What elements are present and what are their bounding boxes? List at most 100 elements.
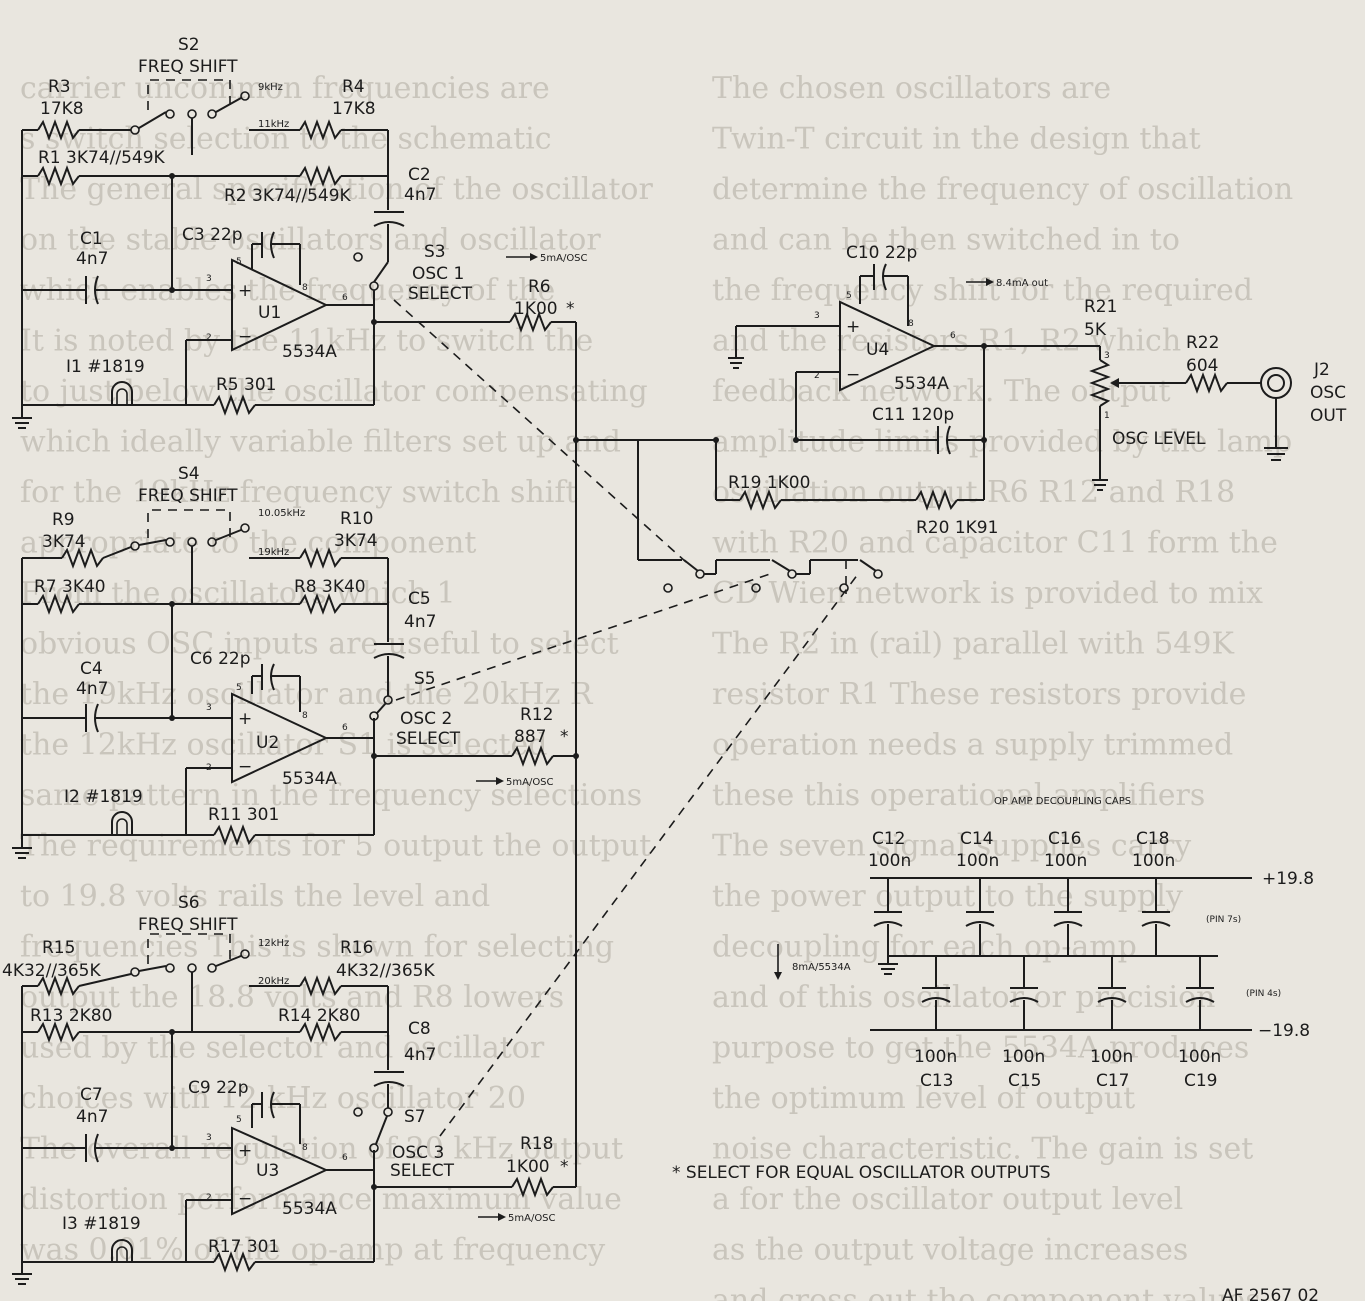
svg-text:6: 6 [342,293,348,303]
c2-label: C2 [408,165,431,185]
r14-label: R14 2K80 [278,1006,360,1026]
background_text_right-line: The seven signal supplies carry [712,829,1191,864]
c19-value: 100n [1178,1047,1221,1067]
svg-text:+: + [238,281,252,301]
s4-label: S4 [178,464,200,484]
background_text-line: to just below the oscillator compensatin… [20,374,648,409]
background_text_right-line: determine the frequency of oscillation [712,172,1293,207]
background_text-line: distortion performance maximum value [20,1182,622,1217]
s5-name: OSC 2 [400,709,452,729]
r20-resistor [915,346,985,511]
i1-label: I1 #1819 [66,357,145,377]
s6-name: FREQ SHIFT [138,915,238,935]
r9-label: R9 [52,510,75,530]
r17-resistor [22,1150,375,1273]
background_text_right-line: the power output to the supply [712,879,1183,914]
s5-label: S5 [414,669,436,689]
background_text_right-line: CD Wien network is provided to mix [712,576,1263,611]
c7-value: 4n7 [76,1107,108,1127]
c9-capacitor [251,1091,301,1144]
r3-resistor [22,119,131,141]
c11-label: C11 120p [872,405,954,425]
j2-out: OUT [1310,406,1347,426]
s7-switch [353,1107,393,1153]
background_text_right-line: the frequency shift for the required [712,273,1253,308]
r7-resistor [22,593,300,615]
background_text-line: same pattern in the frequency selections [20,778,642,813]
osc-level-label: OSC LEVEL [1112,429,1206,449]
decoupling-caps-negative [921,956,1215,1030]
c1-label: C1 [80,229,103,249]
s7-select: SELECT [390,1161,455,1181]
s2-label: S2 [178,35,200,55]
r2-label: R2 3K74//549K [224,186,352,206]
background_text-line: From the oscillators which 1 [20,576,456,611]
s4-freq-19khz: 19kHz [258,547,289,558]
r15-resistor [22,973,132,997]
r8-label: R8 3K40 [294,577,366,597]
decoupling-current: 8mA/5534A [792,962,851,973]
svg-text:5: 5 [236,683,242,693]
i2-lamp [111,811,133,835]
background_text_right-line: feedback network. The output [712,374,1171,409]
r20-label: R20 1K91 [916,518,998,538]
c15-label: C15 [1008,1071,1042,1091]
s2-name: FREQ SHIFT [138,57,238,77]
current-arrow-osc2 [476,777,504,785]
decoupling-caps-positive [873,878,1171,956]
vneg-label: −19.8 [1258,1021,1310,1041]
r12-select-mark: * [560,727,569,747]
c12-value: 100n [868,851,911,871]
background_text-line: The requirements for 5 output the output [20,829,651,864]
background_text_right-line: Twin-T circuit in the design that [712,122,1201,157]
c14-value: 100n [956,851,999,871]
c5-label: C5 [408,589,431,609]
c14-label: C14 [960,829,994,849]
ground-symbol [12,835,32,859]
background_text-line: frequencies This is shown for selecting [20,930,614,965]
s6-freq-20khz: 20kHz [258,976,289,987]
r12-label: R12 [520,705,553,725]
c5-capacitor [373,643,405,696]
c1-capacitor [22,275,232,305]
decoupling-title: OP AMP DECOUPLING CAPS [994,796,1131,807]
r13-label: R13 2K80 [30,1006,112,1026]
r10-value: 3K74 [334,531,378,551]
u4-label: U4 [866,340,889,360]
background_text_right-line: a for the oscillator output level [712,1182,1183,1217]
r9-resistor [22,546,132,569]
s4-switch [130,509,250,604]
c12-label: C12 [872,829,906,849]
background_text-line: It is noted by the 11kHz to switch the [20,324,593,359]
s5-select: SELECT [396,729,461,749]
background_text_right-line: decoupling for each op-amp [712,930,1137,965]
u2-type: 5534A [282,769,337,789]
r12-value: 887 [514,727,546,747]
c3-label: C3 22p [182,225,243,245]
osc3-current: 5mA/OSC [508,1213,556,1224]
s2-freq-9khz: 9kHz [258,82,283,93]
c4-label: C4 [80,659,103,679]
r19-resistor [715,440,916,511]
c5-value: 4n7 [404,612,436,632]
oscillator-2-section: S4 FREQ SHIFT 10.05kHz 19kHz R9 3K74 R10… [12,464,579,859]
c13-value: 100n [914,1047,957,1067]
r14-resistor [299,1021,388,1043]
background_text-line: on the stable oscillators and oscillator [20,223,601,258]
svg-text:8: 8 [908,319,914,329]
background_text_right-line: The R2 in (rail) parallel with 549K [712,627,1234,662]
osc2-current: 5mA/OSC [506,777,554,788]
u3-type: 5534A [282,1199,337,1219]
background_text_right-line: and cross out the component values [712,1283,1261,1301]
c16-label: C16 [1048,829,1082,849]
i3-label: I3 #1819 [62,1214,141,1234]
c7-label: C7 [80,1085,103,1105]
r22-value: 604 [1186,356,1218,376]
background_text-line: for the 19kHz frequency switch shift [20,475,578,510]
r22-label: R22 [1186,333,1219,353]
svg-text:1: 1 [1104,411,1110,421]
u2-op-amp: + − 3 2 5 8 6 [185,683,374,835]
u1-type: 5534A [282,342,337,362]
r18-resistor [374,1176,576,1198]
svg-text:+: + [846,317,860,337]
